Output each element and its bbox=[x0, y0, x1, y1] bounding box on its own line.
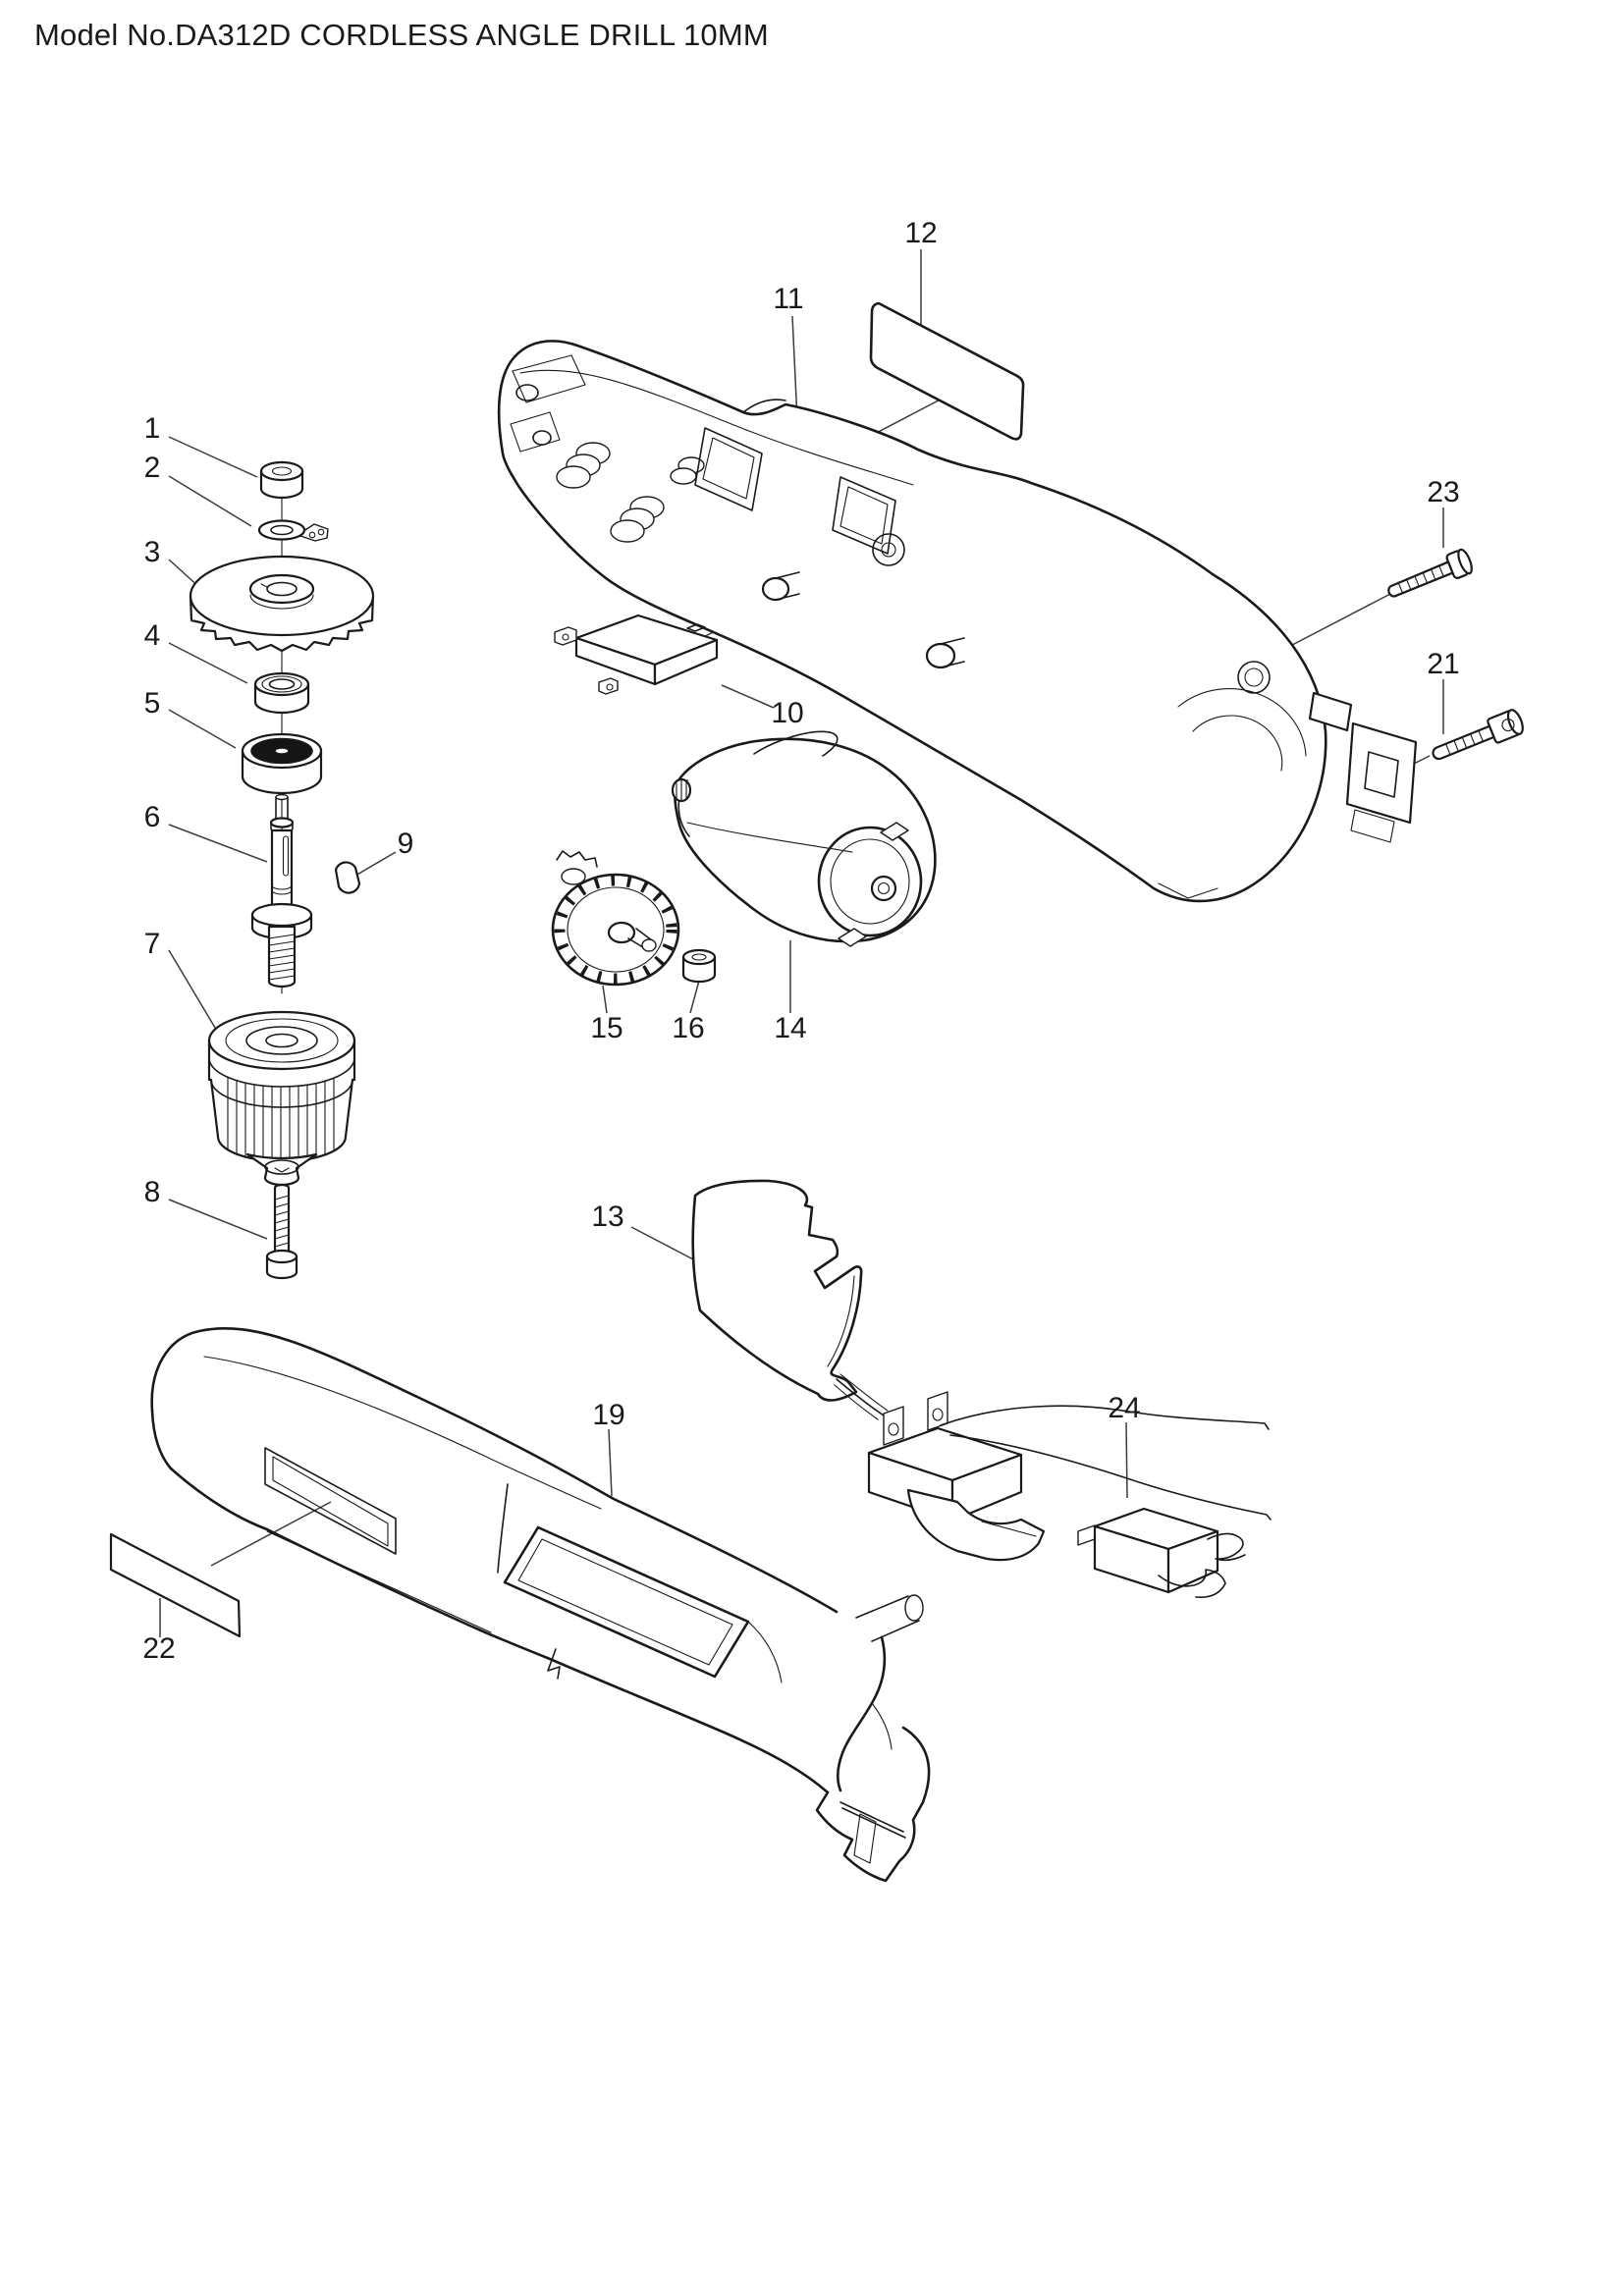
part-10-switch bbox=[554, 614, 719, 695]
part-label-11: 11 bbox=[773, 283, 803, 315]
part-label-19: 19 bbox=[592, 1399, 624, 1431]
part-1-bearing bbox=[259, 460, 304, 500]
part-label-24: 24 bbox=[1108, 1392, 1140, 1424]
part-14-motor bbox=[671, 730, 937, 947]
part-9-key bbox=[334, 861, 361, 894]
part-16-bushing bbox=[681, 948, 717, 984]
part-23-tapping-screw bbox=[1387, 548, 1473, 598]
part-label-23: 23 bbox=[1427, 476, 1459, 508]
leader-lines bbox=[159, 249, 1444, 1637]
part-15-gear-fan bbox=[551, 850, 680, 987]
part-label-21: 21 bbox=[1427, 648, 1459, 680]
part-label-1: 1 bbox=[144, 412, 161, 445]
part-12-name-plate bbox=[869, 301, 1025, 441]
part-label-13: 13 bbox=[591, 1201, 623, 1233]
part-label-10: 10 bbox=[771, 697, 803, 729]
part-label-22: 22 bbox=[142, 1632, 175, 1665]
part-5-sealed-bearing bbox=[241, 732, 323, 795]
part-21-hex-bolt bbox=[1432, 709, 1524, 761]
part-19-lower-housing bbox=[150, 1327, 931, 1883]
part-6-spindle bbox=[250, 793, 313, 988]
part-2-stop-ring bbox=[257, 519, 329, 542]
part-label-3: 3 bbox=[144, 536, 161, 568]
part-4-bearing bbox=[253, 671, 310, 715]
part-11-upper-housing bbox=[497, 340, 1418, 903]
part-label-9: 9 bbox=[398, 828, 414, 860]
part-label-14: 14 bbox=[774, 1012, 806, 1044]
part-label-4: 4 bbox=[144, 619, 161, 652]
part-24-terminal-bracket bbox=[1077, 1507, 1246, 1599]
part-22-label-sticker bbox=[109, 1532, 242, 1638]
part-label-5: 5 bbox=[144, 687, 161, 720]
part-7-drill-chuck bbox=[207, 1010, 356, 1187]
trigger-switch-assembly bbox=[867, 1391, 1272, 1562]
part-label-8: 8 bbox=[144, 1176, 161, 1208]
part-label-15: 15 bbox=[590, 1012, 623, 1044]
part-label-6: 6 bbox=[144, 801, 161, 833]
part-label-16: 16 bbox=[672, 1012, 704, 1044]
callout-numbers: 1 2 3 4 5 6 7 8 9 10 11 12 13 14 15 16 1… bbox=[142, 217, 1459, 1665]
part-label-12: 12 bbox=[904, 217, 937, 249]
diagram-title: Model No.DA312D CORDLESS ANGLE DRILL 10M… bbox=[34, 18, 769, 52]
part-8-chuck-screw bbox=[265, 1183, 298, 1280]
part-label-2: 2 bbox=[144, 452, 161, 484]
part-13-cover bbox=[691, 1179, 889, 1420]
part-3-gear bbox=[189, 555, 375, 653]
part-label-7: 7 bbox=[144, 928, 161, 960]
